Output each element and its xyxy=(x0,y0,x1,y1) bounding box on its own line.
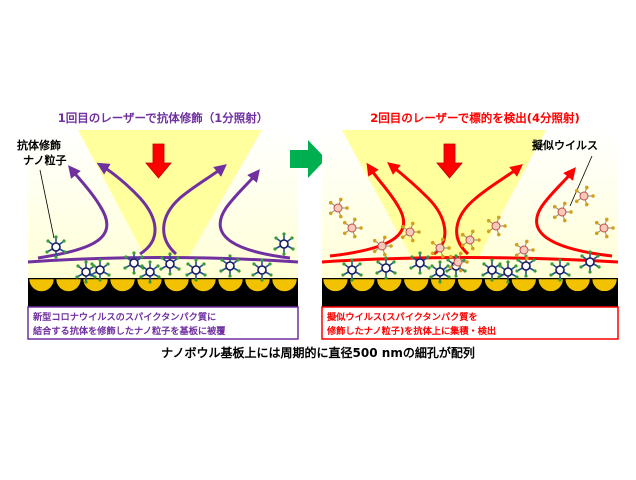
right-panel xyxy=(321,130,619,340)
antibody-nanoparticle xyxy=(515,254,537,278)
antibody-nanoparticle xyxy=(429,260,451,284)
nanobowl-pore xyxy=(537,278,564,292)
right-curved-arrow-outer-left xyxy=(329,162,406,258)
pseudovirus-particle xyxy=(342,217,363,239)
nanobowl-pore xyxy=(55,278,82,292)
pseudovirus-particle xyxy=(552,201,573,223)
pseudovirus-particle xyxy=(460,229,481,251)
right-laser-down-arrow xyxy=(436,143,463,179)
pseudovirus-particle xyxy=(372,235,393,257)
left-curved-arrow-inner-left xyxy=(96,162,157,256)
left-nanobowl-pores xyxy=(28,278,298,292)
nanobowl-pore xyxy=(430,278,456,292)
antibody-nanoparticle xyxy=(219,254,241,278)
right-description-box xyxy=(321,306,619,340)
right-box-line1: 擬似ウイルス(スパイクタンパク質を xyxy=(327,312,478,323)
antibody-nanoparticle xyxy=(75,260,97,284)
nanobowl-pore xyxy=(163,278,190,292)
right-antibody-nanoparticles xyxy=(341,250,601,284)
left-callout-pointer xyxy=(39,169,55,239)
antibody-nanoparticle xyxy=(409,251,431,275)
left-box-line2: 結合する抗体を修飾したナノ粒子を基板に被覆 xyxy=(33,326,226,337)
left-box-line1: 新型コロナウイルスのスパイクタンパク質に xyxy=(33,312,217,323)
left-laser-beam xyxy=(78,130,262,258)
pseudovirus-particle xyxy=(594,217,615,239)
antibody-nanoparticle xyxy=(273,232,295,256)
left-antibody-nanoparticles xyxy=(45,232,295,284)
right-box-line2: 修飾したナノ粒子)を抗体上に集積・検出 xyxy=(327,326,497,337)
nanobowl-pore xyxy=(564,278,591,292)
antibody-nanoparticle xyxy=(45,235,67,259)
pseudovirus-particle xyxy=(448,251,469,273)
nanobowl-pore xyxy=(511,278,537,292)
pseudovirus-particle xyxy=(328,197,349,219)
antibody-nanoparticle xyxy=(185,258,207,282)
nanobowl-pore xyxy=(217,278,244,292)
right-curved-arrow-outer-right xyxy=(535,167,613,258)
antibody-nanoparticle xyxy=(139,260,161,284)
antibody-nanoparticle xyxy=(341,258,363,282)
right-callout-pointer xyxy=(569,155,593,207)
nanobowl-pore xyxy=(271,278,298,292)
left-callout-line1: 抗体修飾 xyxy=(17,139,61,152)
antibody-nanoparticle xyxy=(549,258,571,282)
nanobowl-pore xyxy=(591,278,618,292)
nanobowl-pore xyxy=(190,278,217,292)
antibody-nanoparticle xyxy=(481,258,503,282)
left-callout-line2: ナノ粒子 xyxy=(23,154,67,167)
nanobowl-pore xyxy=(109,278,136,292)
transition-arrow xyxy=(290,140,326,178)
left-panel xyxy=(27,130,299,340)
nanobowl-pore xyxy=(244,278,271,292)
pseudovirus-particle xyxy=(400,221,421,243)
nanobowl-pore xyxy=(82,278,109,292)
left-laser-down-arrow xyxy=(145,143,172,179)
pseudovirus-particle xyxy=(514,239,535,261)
right-callout: 擬似ウイルス xyxy=(532,139,598,152)
pseudovirus-particle xyxy=(486,215,507,237)
antibody-nanoparticle xyxy=(159,252,181,276)
nanobowl-pore xyxy=(376,278,403,292)
nanobowl-pore xyxy=(28,278,55,292)
right-nanobowl-pores xyxy=(322,278,618,292)
antibody-nanoparticle xyxy=(375,256,397,280)
nanobowl-pore xyxy=(403,278,429,292)
right-curved-arrow-inner-right xyxy=(455,164,523,256)
left-curved-arrow-outer-right xyxy=(218,169,291,260)
nanobowl-pore xyxy=(349,278,376,292)
right-panel-title: 2回目のレーザーで標的を検出(4分照射) xyxy=(370,111,580,125)
right-flow-line xyxy=(321,256,619,264)
left-curved-arrow-inner-right xyxy=(162,164,227,256)
antibody-nanoparticle xyxy=(89,258,111,282)
nanobowl-pore xyxy=(322,278,349,292)
left-curved-arrow-outer-left xyxy=(37,165,109,260)
nanobowl-pore xyxy=(136,278,163,292)
nanobowl-pore xyxy=(457,278,483,292)
pseudovirus-particle xyxy=(574,185,595,207)
right-pseudovirus-particles xyxy=(328,185,615,273)
antibody-nanoparticle xyxy=(251,258,273,282)
pseudovirus-particle xyxy=(430,237,451,259)
antibody-nanoparticle xyxy=(579,250,601,274)
left-description-box xyxy=(27,306,299,340)
left-panel-title: 1回目のレーザーで抗体修飾（1分照射） xyxy=(57,111,269,125)
substrate-caption: ナノボウル基板上には周期的に直径500 nmの細孔が配列 xyxy=(161,346,475,360)
antibody-nanoparticle xyxy=(497,260,519,284)
